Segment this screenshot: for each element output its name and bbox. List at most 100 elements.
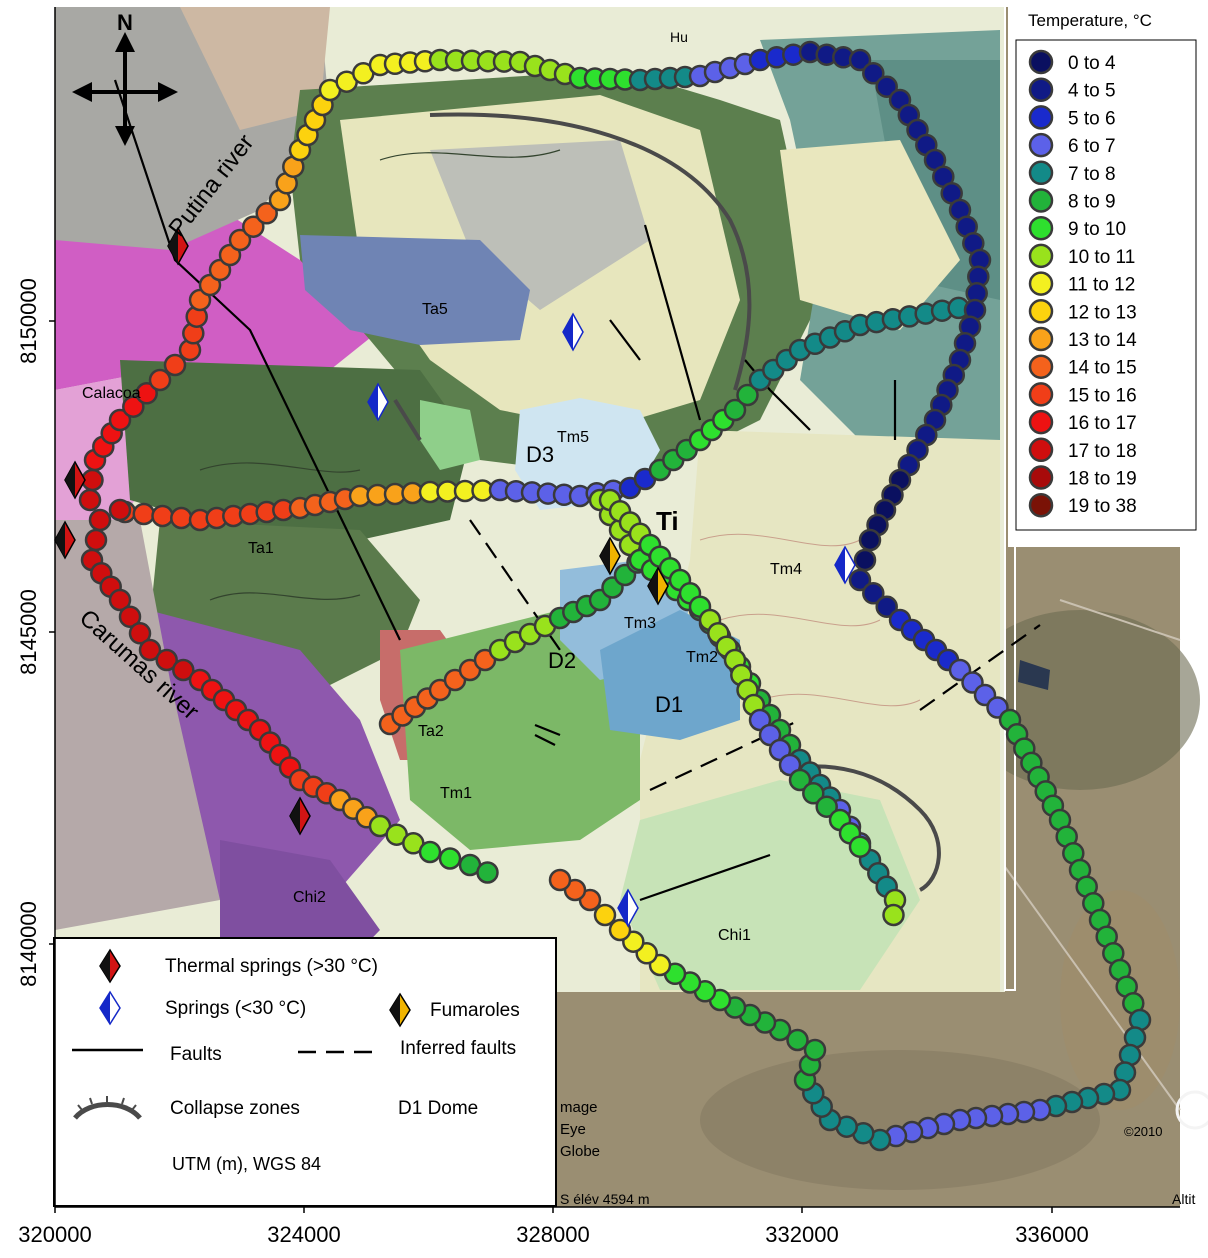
temperature-swatch: [1028, 132, 1054, 158]
x-tick-336000: 336000: [1015, 1222, 1088, 1247]
dome-d2-label: D2: [548, 648, 576, 673]
temperature-sample-point: [155, 648, 178, 672]
thermal-spring-marker: [64, 460, 86, 500]
temperature-legend-row: 15 to 16: [1028, 382, 1137, 407]
imagery-copyright: ©2010: [1124, 1124, 1163, 1139]
temperature-range-label: 0 to 4: [1068, 53, 1116, 74]
temperature-range-label: 7 to 8: [1068, 164, 1116, 185]
temperature-sample-point: [163, 353, 187, 377]
temperature-legend-row: 0 to 4: [1028, 49, 1116, 75]
temperature-sample-point: [788, 768, 812, 792]
temperature-sample-point: [815, 795, 838, 818]
temperature-range-label: 8 to 9: [1068, 192, 1116, 213]
temperature-sample-point: [802, 782, 825, 805]
spring-marker: [834, 545, 856, 585]
unit-chi2-label: Chi2: [293, 889, 326, 906]
imagery-credit-3: Globe: [560, 1143, 600, 1160]
unit-hu-label: Hu: [670, 29, 688, 45]
temperature-sample-point: [122, 395, 145, 418]
springs-legend-label: Springs (<30 °C): [165, 998, 306, 1019]
thermal-spring-legend-icon: [99, 948, 121, 984]
temperature-sample-point: [848, 568, 872, 592]
unit-tm2-label: Tm2: [686, 649, 718, 666]
inferred-faults-legend-label: Inferred faults: [400, 1038, 516, 1059]
temperature-swatch: [1028, 271, 1054, 296]
temperature-range-label: 10 to 11: [1068, 247, 1135, 268]
temperature-sample-point: [151, 504, 174, 528]
temperature-sample-point: [736, 383, 759, 407]
temperature-range-label: 5 to 6: [1068, 108, 1116, 129]
temperature-legend-rows: 0 to 4 4 to 5 5 to 6 6 to 7 7 to 8 8 to 9 9 to…: [1028, 49, 1137, 518]
spring-marker: [367, 382, 389, 422]
north-label: N: [117, 10, 133, 35]
temperature-sample-point: [255, 202, 278, 225]
temperature-sample-point: [135, 382, 158, 405]
temperature-sample-point: [108, 498, 132, 522]
thermal-spring-marker: [167, 226, 189, 266]
temperature-range-label: 14 to 15: [1068, 358, 1137, 379]
temperature-legend-row: 5 to 6: [1028, 105, 1116, 130]
calacoa-label: Calacoa: [82, 385, 141, 402]
temperature-swatch: [1028, 437, 1054, 463]
temperature-sample-point: [172, 658, 195, 682]
imagery-credit-1: mage: [560, 1099, 598, 1116]
fumarole-legend-icon: [389, 992, 411, 1028]
temperature-range-label: 18 to 19: [1068, 469, 1137, 490]
temperature-legend-row: 16 to 17: [1028, 409, 1137, 435]
y-tick-8150000: 8150000: [16, 278, 41, 364]
projection-label: UTM (m), WGS 84: [172, 1154, 321, 1174]
unit-tm3-label: Tm3: [624, 615, 656, 632]
temperature-range-label: 12 to 13: [1068, 302, 1137, 323]
temperature-range-label: 9 to 10: [1068, 219, 1126, 240]
temperature-sample-point: [108, 408, 132, 432]
spring-legend-icon: [99, 990, 121, 1026]
thermal-spring-marker: [289, 796, 311, 836]
temperature-sample-point: [242, 215, 265, 238]
temperature-swatch: [1028, 160, 1054, 186]
unit-ta1-label: Ta1: [248, 540, 274, 557]
temperature-swatch: [1028, 382, 1054, 407]
temperature-swatch: [1028, 299, 1054, 324]
altitude-readout: Altit: [1172, 1191, 1195, 1207]
temperature-legend-row: 10 to 11: [1028, 243, 1135, 269]
temperature-range-label: 19 to 38: [1068, 496, 1137, 517]
fumarole-marker: [599, 536, 621, 576]
temperature-legend-row: 4 to 5: [1028, 77, 1116, 102]
y-tick-8145000: 8145000: [16, 589, 41, 675]
temperature-sample-point: [138, 638, 162, 662]
elevation-readout: S élév 4594 m: [560, 1191, 650, 1207]
temperature-sample-point: [862, 582, 885, 605]
temperature-sample-point: [84, 528, 108, 552]
temperature-legend-title: Temperature, °C: [1028, 11, 1152, 30]
temperature-range-label: 4 to 5: [1068, 81, 1116, 102]
spring-marker: [562, 312, 584, 352]
temperature-swatch: [1028, 188, 1054, 213]
temperature-swatch: [1028, 215, 1054, 241]
ticsani-label: Ti: [656, 506, 679, 536]
temperature-sample-point: [875, 595, 898, 618]
temperature-sample-point: [803, 1038, 827, 1062]
temperature-sample-point: [862, 62, 885, 85]
temperature-legend-row: 6 to 7: [1028, 132, 1116, 158]
dome-legend-label: D1 Dome: [398, 1098, 478, 1119]
temperature-sample-point: [848, 835, 872, 858]
temperature-legend-row: 9 to 10: [1028, 215, 1126, 241]
temperature-sample-point: [548, 868, 572, 892]
temperature-legend-row: 18 to 19: [1028, 465, 1137, 490]
north-arrow: [72, 32, 178, 146]
fumaroles-legend-label: Fumaroles: [430, 1000, 520, 1021]
temperature-sample-point: [608, 918, 632, 942]
temperature-sample-point: [476, 861, 499, 884]
temperature-swatch: [1028, 326, 1054, 352]
thermal-spring-marker: [54, 520, 76, 560]
dome-d3-label: D3: [526, 442, 554, 467]
collapse-zones: [393, 112, 941, 892]
x-tick-324000: 324000: [267, 1222, 340, 1247]
fumarole-marker: [647, 566, 669, 606]
symbol-legend: Thermal springs (>30 °C) Springs (<30 °C…: [53, 937, 557, 1207]
temperature-range-label: 13 to 14: [1068, 330, 1137, 351]
temperature-sample-point: [853, 548, 877, 572]
faults-legend-label: Faults: [170, 1044, 222, 1065]
temperature-legend-row: 7 to 8: [1028, 160, 1116, 186]
temperature-sample-point: [848, 48, 872, 72]
